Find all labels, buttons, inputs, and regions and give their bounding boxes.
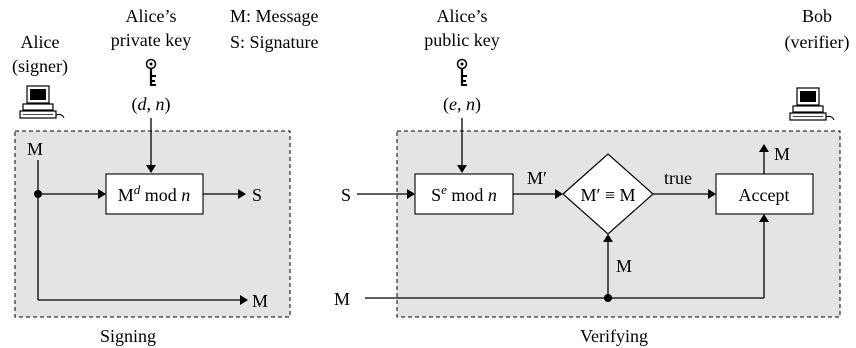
verifying-function-label: Se mod n — [431, 182, 497, 205]
true-label: true — [664, 168, 692, 188]
verifier-role: (verifier) — [785, 32, 850, 53]
public-key-title-line1: Alice’s — [437, 6, 488, 26]
arrowhead — [555, 189, 563, 199]
key-icon — [145, 58, 157, 86]
key-icon — [456, 58, 468, 86]
arrowhead — [98, 189, 106, 199]
computer-icon — [789, 87, 835, 121]
signing-function-label: Md mod n — [118, 182, 191, 205]
private-key-title-line2: private key — [111, 30, 191, 50]
signing-output-s: S — [252, 185, 262, 205]
arrowhead — [759, 144, 769, 152]
arrowhead — [603, 234, 613, 242]
signing-input-m: M — [27, 139, 43, 159]
arrowhead — [407, 189, 415, 199]
arrowhead — [238, 189, 246, 199]
accept-output-m: M — [774, 144, 790, 164]
verifier-name: Bob — [802, 6, 832, 26]
public-key-title-line2: public key — [424, 30, 499, 50]
mprime-label: M′ — [527, 168, 547, 188]
arrowhead — [146, 165, 156, 173]
signing-output-m: M — [252, 291, 268, 311]
m-up-label: M — [616, 256, 632, 276]
private-key-pair: (d, n) — [132, 94, 171, 115]
verifying-panel-label: Verifying — [580, 326, 648, 346]
arrowhead — [457, 165, 467, 173]
arrowhead — [240, 295, 248, 305]
accept-label: Accept — [739, 185, 790, 205]
legend-signature: S: Signature — [230, 32, 319, 52]
arrowhead — [708, 189, 716, 199]
legend-message: M: Message — [230, 6, 319, 26]
signing-function-box — [105, 173, 204, 215]
public-key-pair: (e, n) — [443, 94, 481, 115]
signing-panel-label: Signing — [100, 326, 156, 346]
computer-icon — [19, 85, 65, 119]
compare-label: M′ ≡ M — [580, 185, 635, 205]
verifying-input-s: S — [341, 185, 351, 205]
verifying-input-m: M — [334, 289, 350, 309]
signer-role: (signer) — [12, 56, 68, 77]
arrowhead — [759, 214, 769, 222]
signing-panel — [14, 130, 291, 318]
verifying-function-box — [414, 173, 514, 215]
signer-name: Alice — [21, 32, 60, 52]
accept-box — [715, 173, 814, 215]
private-key-title-line1: Alice’s — [126, 6, 177, 26]
